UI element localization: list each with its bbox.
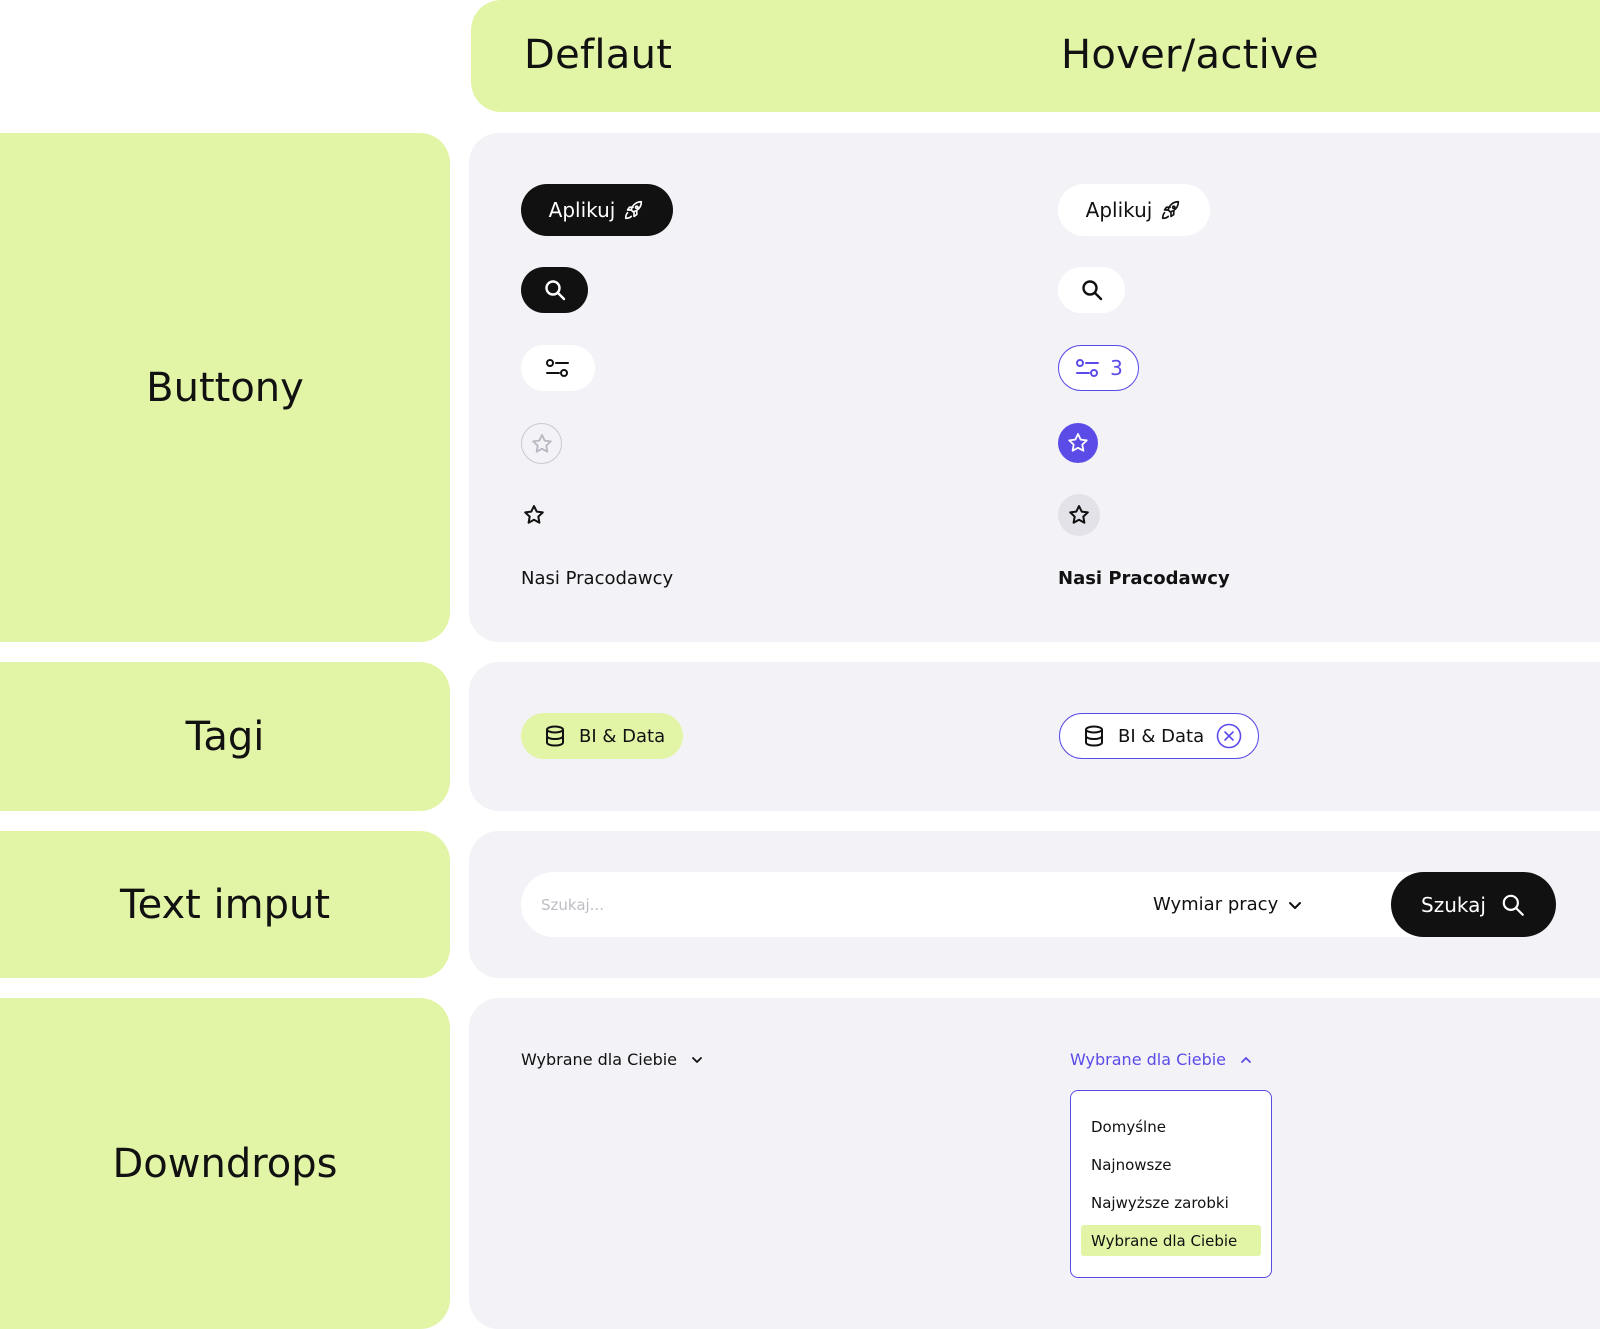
tag-default[interactable]: BI & Data — [521, 713, 683, 759]
row-label-buttons-text: Buttony — [146, 364, 304, 411]
chevron-up-icon — [1238, 1052, 1254, 1068]
row-label-text-input-text: Text imput — [119, 881, 331, 928]
employers-link-default[interactable]: Nasi Pracodawcy — [521, 568, 674, 589]
row-label-text-input: Text imput — [0, 831, 450, 978]
sliders-icon — [1074, 356, 1102, 380]
employers-link-hover[interactable]: Nasi Pracodawcy — [1058, 568, 1230, 589]
favorite-icon-button-default[interactable] — [521, 502, 547, 528]
apply-button-default[interactable]: Aplikuj — [521, 184, 673, 236]
dropdown-option-selected[interactable]: Wybrane dla Ciebie — [1081, 1225, 1261, 1256]
search-submit-button[interactable]: Szukaj — [1391, 872, 1556, 937]
row-label-dropdowns-text: Downdrops — [112, 1140, 338, 1187]
row-label-buttons: Buttony — [0, 133, 450, 642]
apply-button-label: Aplikuj — [548, 198, 616, 222]
favorite-button-default[interactable] — [521, 423, 562, 464]
search-icon — [543, 278, 567, 302]
apply-button-hover[interactable]: Aplikuj — [1058, 184, 1210, 236]
rocket-icon — [623, 199, 645, 221]
work-dimension-label: Wymiar pracy — [1153, 894, 1279, 915]
database-icon — [1082, 724, 1106, 748]
search-button-default[interactable] — [521, 267, 588, 313]
favorite-icon-button-hover[interactable] — [1058, 494, 1100, 536]
close-circle-icon[interactable] — [1216, 723, 1242, 749]
chevron-down-icon — [1286, 896, 1304, 914]
sort-dropdown-open[interactable]: Wybrane dla Ciebie — [1070, 1050, 1254, 1069]
filter-button-active[interactable]: 3 — [1058, 345, 1139, 391]
dropdowns-panel — [469, 998, 1600, 1329]
row-label-tags-text: Tagi — [185, 713, 265, 760]
star-icon — [522, 503, 546, 527]
sort-dropdown-label: Wybrane dla Ciebie — [1070, 1050, 1227, 1069]
rocket-icon — [1160, 199, 1182, 221]
search-icon — [1080, 278, 1104, 302]
row-label-dropdowns: Downdrops — [0, 998, 450, 1329]
dropdown-option[interactable]: Najwyższe zarobki — [1091, 1193, 1229, 1212]
search-button-hover[interactable] — [1058, 267, 1125, 313]
apply-button-label: Aplikuj — [1085, 198, 1153, 222]
work-dimension-select[interactable]: Wymiar pracy — [1153, 872, 1304, 937]
default-column-title: Deflaut — [524, 32, 673, 78]
filter-button-default[interactable] — [521, 345, 595, 391]
chevron-down-icon — [689, 1052, 705, 1068]
star-icon — [530, 432, 554, 456]
database-icon — [543, 724, 567, 748]
dropdown-option[interactable]: Najnowsze — [1091, 1155, 1172, 1174]
tag-label: BI & Data — [1118, 725, 1205, 747]
tag-active[interactable]: BI & Data — [1059, 713, 1259, 759]
sort-dropdown-menu: Domyślne Najnowsze Najwyższe zarobki Wyb… — [1070, 1090, 1272, 1278]
favorite-button-active[interactable] — [1058, 423, 1098, 463]
column-header-bar — [471, 0, 1600, 112]
search-input[interactable] — [541, 872, 1101, 937]
tag-label: BI & Data — [579, 725, 666, 747]
hover-column-title: Hover/active — [1061, 32, 1319, 78]
search-submit-label: Szukaj — [1421, 892, 1486, 917]
sliders-icon — [544, 356, 572, 380]
sort-dropdown-label: Wybrane dla Ciebie — [521, 1050, 678, 1069]
star-icon — [1066, 431, 1090, 455]
search-icon — [1500, 892, 1526, 918]
search-bar: Wymiar pracy Szukaj — [521, 872, 1556, 937]
filter-count-badge: 3 — [1110, 356, 1123, 380]
star-icon — [1067, 503, 1091, 527]
sort-dropdown-default[interactable]: Wybrane dla Ciebie — [521, 1050, 705, 1069]
dropdown-option[interactable]: Domyślne — [1091, 1117, 1166, 1136]
row-label-tags: Tagi — [0, 662, 450, 811]
